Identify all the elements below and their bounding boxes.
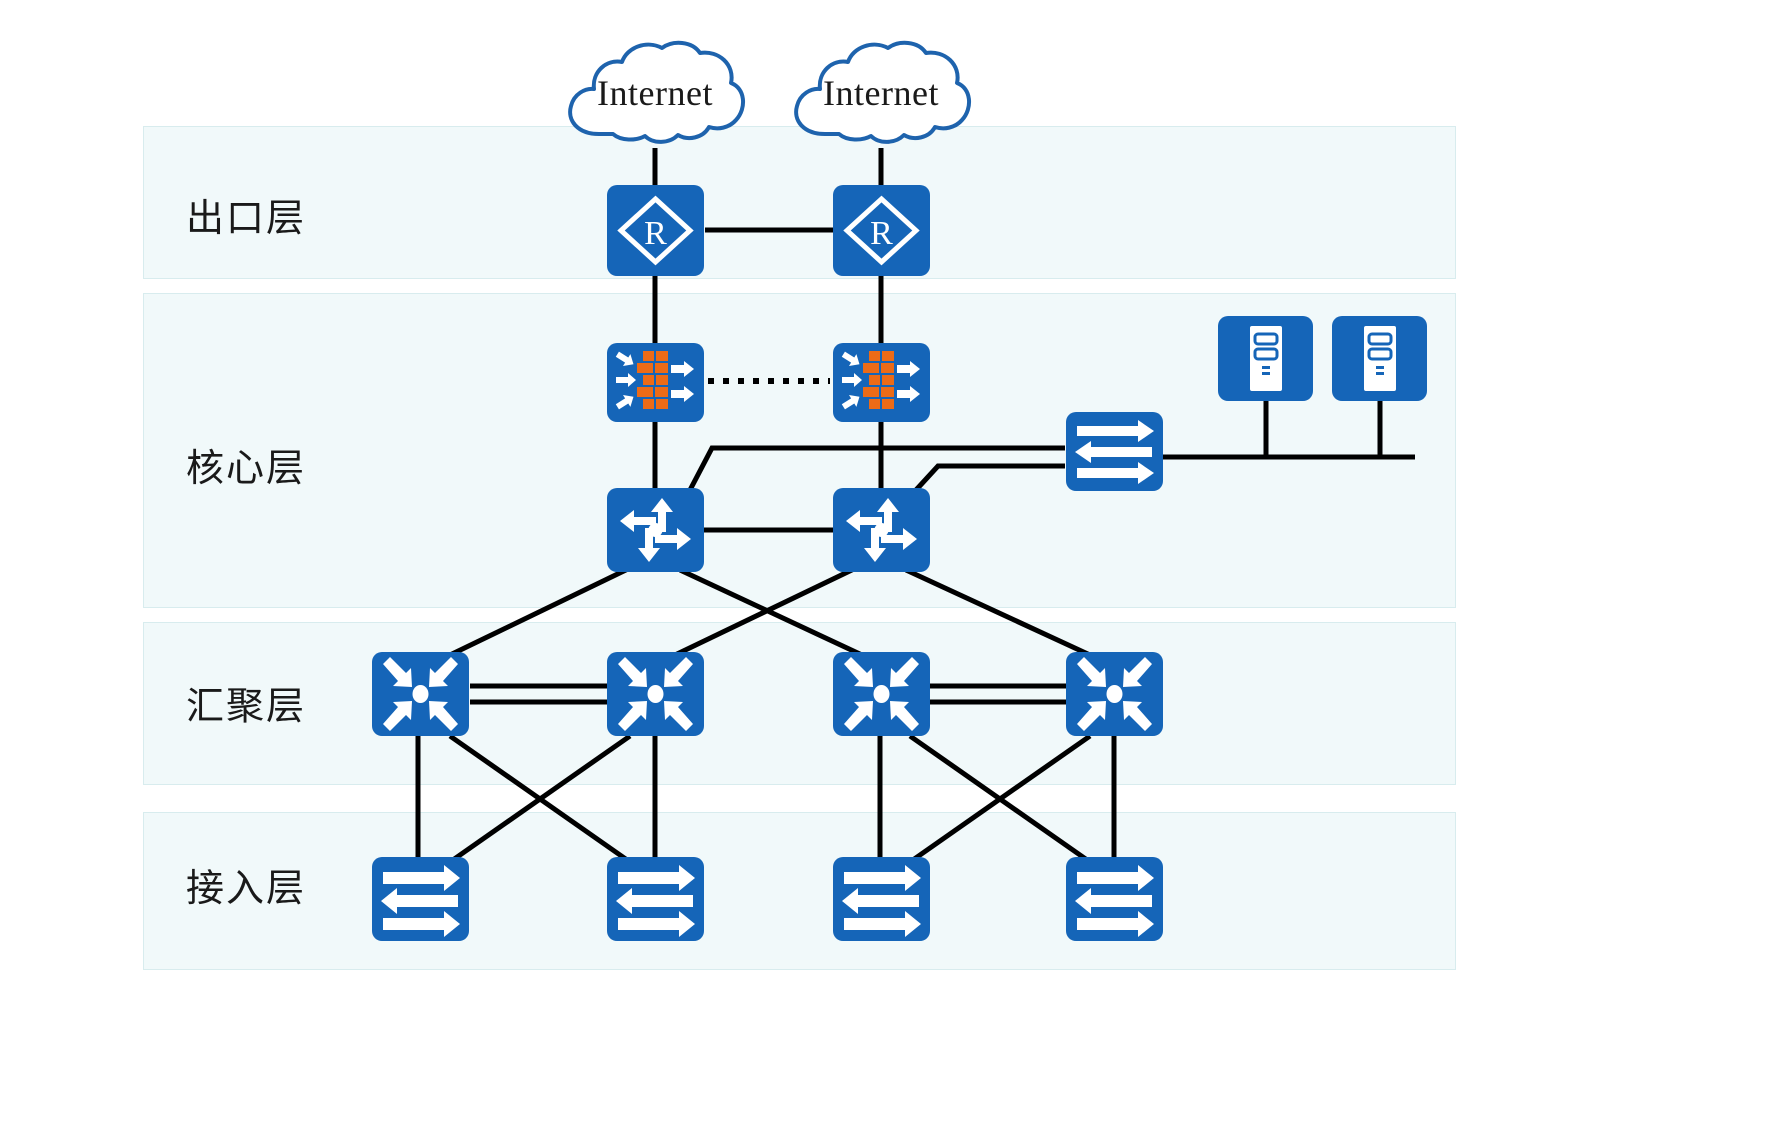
internet-cloud-left: Internet	[561, 38, 749, 156]
server-icon	[1250, 326, 1282, 391]
switch-icon	[842, 865, 921, 937]
layer-panel-aggregation	[143, 622, 1456, 785]
access-switch-2[interactable]	[607, 857, 704, 941]
layer-label-core: 核心层	[186, 448, 307, 490]
cloud-icon	[568, 40, 745, 144]
layer3-switch-icon	[620, 498, 691, 562]
switch-icon	[1075, 420, 1154, 484]
internet-cloud-right: Internet	[787, 38, 975, 156]
server-icon	[1364, 326, 1396, 391]
svg-text:R: R	[870, 215, 893, 252]
svg-text:R: R	[644, 215, 667, 252]
switch-icon	[1075, 865, 1154, 937]
access-switch-1[interactable]	[372, 857, 469, 941]
server-2[interactable]	[1332, 316, 1427, 401]
router-icon: R	[617, 195, 694, 266]
layer-label-aggregation: 汇聚层	[186, 686, 307, 728]
layer-label-egress: 出口层	[186, 198, 307, 240]
layer3-switch-icon	[846, 498, 917, 562]
router-left[interactable]: R	[607, 185, 704, 276]
internet-cloud-right-label: Internet	[823, 73, 939, 113]
aggregation-switch-icon	[1077, 657, 1152, 731]
server-farm-switch[interactable]	[1066, 412, 1163, 491]
firewall-icon	[841, 351, 920, 410]
firewall-left[interactable]	[607, 343, 704, 422]
agg-switch-1[interactable]	[372, 652, 469, 736]
internet-cloud-left-label: Internet	[597, 73, 713, 113]
firewall-right[interactable]	[833, 343, 930, 422]
access-switch-4[interactable]	[1066, 857, 1163, 941]
cloud-icon	[794, 40, 971, 144]
core-switch-right[interactable]	[833, 488, 930, 572]
core-switch-left[interactable]	[607, 488, 704, 572]
agg-switch-4[interactable]	[1066, 652, 1163, 736]
layer-panel-egress	[143, 126, 1456, 279]
firewall-icon	[615, 351, 694, 410]
layer-panel-access	[143, 812, 1456, 970]
agg-switch-3[interactable]	[833, 652, 930, 736]
access-switch-3[interactable]	[833, 857, 930, 941]
layer-label-access: 接入层	[186, 868, 307, 910]
switch-icon	[381, 865, 460, 937]
aggregation-switch-icon	[383, 657, 458, 731]
agg-switch-2[interactable]	[607, 652, 704, 736]
aggregation-switch-icon	[844, 657, 919, 731]
router-icon: R	[843, 195, 920, 266]
aggregation-switch-icon	[618, 657, 693, 731]
server-1[interactable]	[1218, 316, 1313, 401]
router-right[interactable]: R	[833, 185, 930, 276]
switch-icon	[616, 865, 695, 937]
